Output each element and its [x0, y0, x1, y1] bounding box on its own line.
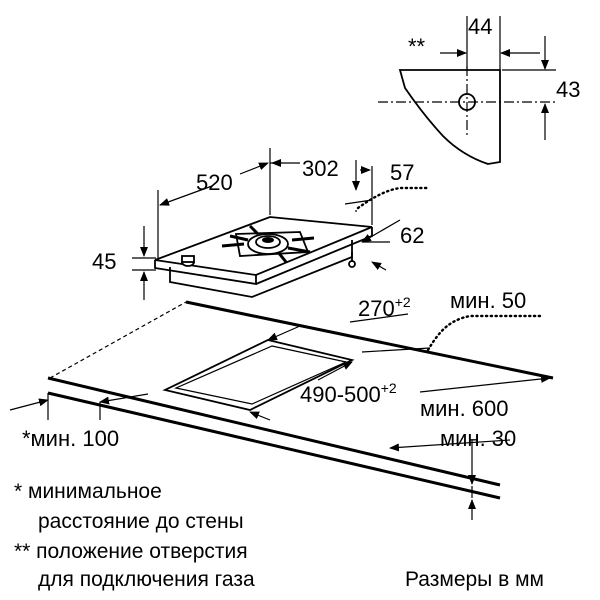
- countertop-dimensions: [9, 313, 551, 520]
- dim-min-600: мин. 600: [420, 396, 509, 421]
- dim-302: 302: [302, 156, 339, 181]
- hob-dimensions: [132, 148, 430, 300]
- dim-45: 45: [92, 249, 116, 274]
- countertop: [47, 300, 554, 500]
- dim-44: 44: [468, 14, 492, 39]
- dim-min-100: *мин. 100: [22, 426, 119, 451]
- note-line-2: расстояние до стены: [38, 510, 244, 533]
- note-line-3: ** положение отверстия: [14, 540, 248, 563]
- dim-520: 520: [196, 170, 233, 195]
- dim-270: 270+2: [358, 294, 411, 321]
- dim-490-500: 490-500+2: [300, 380, 397, 407]
- hob-appliance: [154, 216, 373, 298]
- double-star-marker: **: [408, 34, 426, 59]
- dim-min-50: мин. 50: [450, 288, 526, 313]
- note-line-4: для подключения газа: [38, 568, 255, 591]
- dim-57: 57: [390, 160, 414, 185]
- dim-62: 62: [400, 223, 424, 248]
- gas-connection-detail: [378, 16, 556, 165]
- dim-min-30: мин. 30: [440, 426, 516, 451]
- note-line-1: * минимальное: [14, 480, 162, 503]
- units-label: Размеры в мм: [405, 568, 544, 591]
- dim-43: 43: [556, 77, 580, 102]
